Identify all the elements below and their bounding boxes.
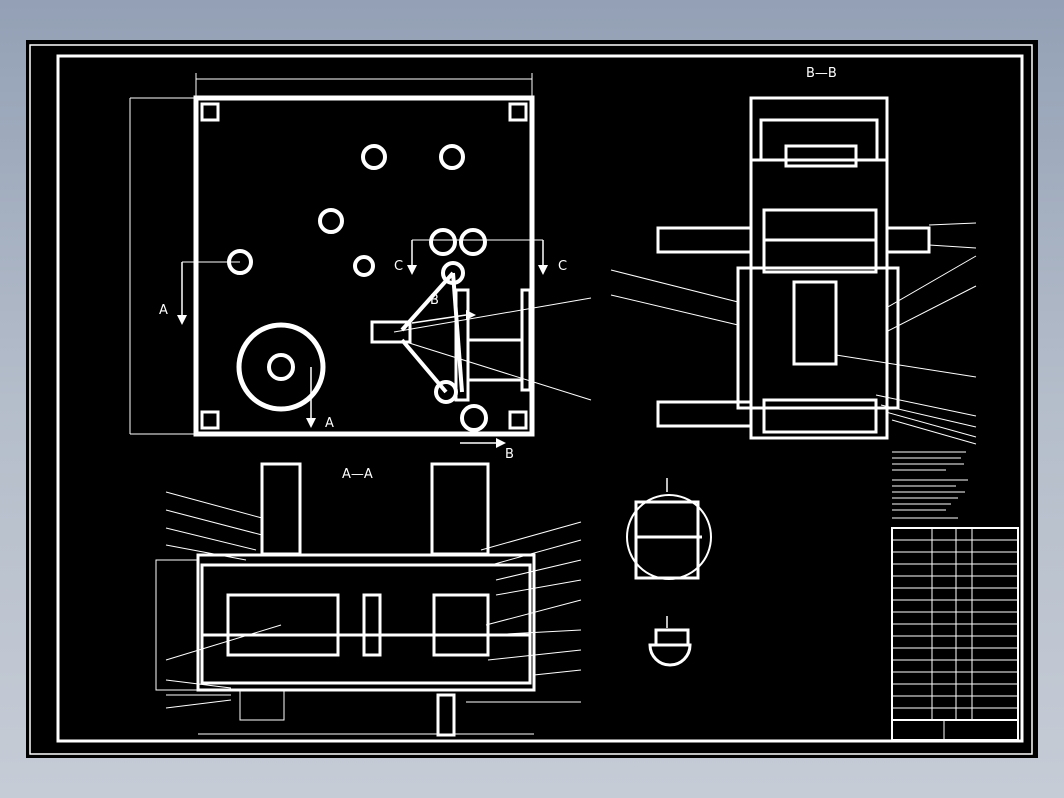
detail-view-circle-1 xyxy=(626,478,712,580)
technical-notes xyxy=(892,451,968,519)
section-marker-a-upper: A xyxy=(159,303,168,318)
parts-list-table xyxy=(891,527,1019,741)
section-aa-view xyxy=(155,462,582,737)
section-marker-b-upper: B xyxy=(430,293,439,308)
sheet-inner-frame xyxy=(56,54,1024,743)
section-marker-c-right: C xyxy=(558,259,567,274)
mechanical-drawing-sheet: A—A B—B A A B B C C xyxy=(29,44,1033,755)
section-marker-c-left: C xyxy=(394,259,403,274)
section-marker-b-lower: B xyxy=(505,447,514,462)
section-bb-title: B—B xyxy=(806,66,837,81)
detail-view-circle-2 xyxy=(648,616,692,667)
cad-viewport[interactable]: A—A B—B A A B B C C xyxy=(26,40,1038,758)
sheet-outer-frame xyxy=(29,44,1033,755)
section-marker-a-lower: A xyxy=(325,416,334,431)
section-aa-title: A—A xyxy=(342,467,373,482)
main-plan-view xyxy=(129,73,592,444)
section-bb-view xyxy=(610,96,977,445)
